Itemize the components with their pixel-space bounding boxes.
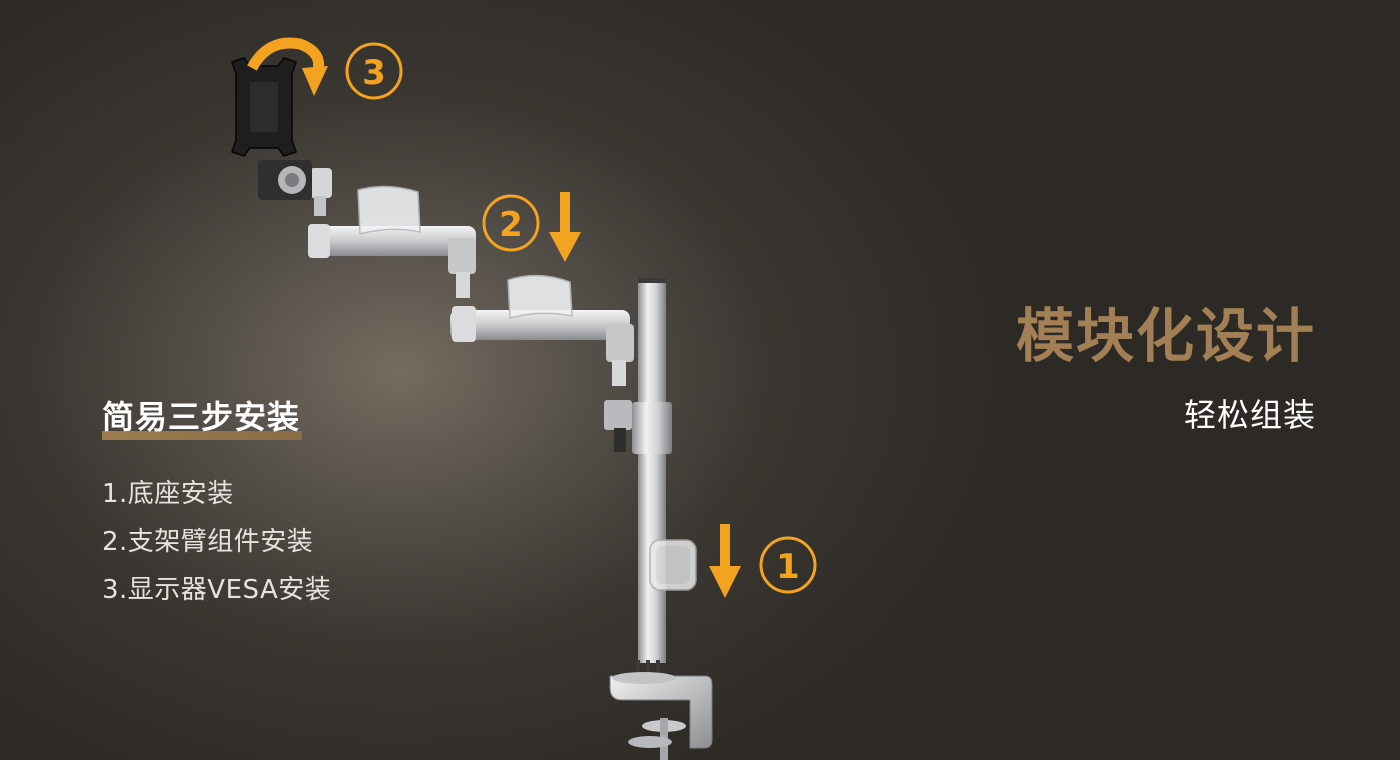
down-arrow-icon bbox=[549, 192, 581, 262]
steps-list: 1.底座安装 2.支架臂组件安装 3.显示器VESA安装 bbox=[102, 470, 331, 614]
steps-title: 简易三步安装 bbox=[102, 392, 303, 442]
cable-clip bbox=[649, 539, 697, 591]
list-item: 2.支架臂组件安装 bbox=[102, 527, 314, 557]
vesa-plate bbox=[231, 57, 297, 157]
feature-title: 模块化设计 bbox=[1015, 302, 1316, 370]
desk-clamp bbox=[609, 660, 713, 760]
feature-block: 模块化设计 轻松组装 bbox=[1016, 300, 1316, 436]
svg-text:1: 1 bbox=[776, 547, 800, 587]
step-badge-1: 1 bbox=[759, 536, 817, 594]
lower-arm bbox=[450, 274, 634, 386]
step-badge-2: 2 bbox=[482, 194, 540, 252]
pole-collar bbox=[604, 400, 672, 454]
svg-text:3: 3 bbox=[362, 53, 386, 93]
down-arrow-icon bbox=[709, 524, 741, 598]
installation-steps: 简易三步安装 1.底座安装 2.支架臂组件安装 3.显示器VESA安装 bbox=[102, 392, 331, 614]
pole bbox=[638, 278, 666, 663]
list-item: 3.显示器VESA安装 bbox=[102, 575, 332, 605]
curved-arrow-icon bbox=[247, 37, 328, 96]
feature-subtitle: 轻松组装 bbox=[1183, 396, 1316, 434]
steps-title-text: 简易三步安装 bbox=[102, 398, 301, 436]
tilt-head bbox=[258, 160, 332, 216]
upper-arm bbox=[308, 185, 476, 298]
svg-text:2: 2 bbox=[499, 205, 523, 245]
list-item: 1.底座安装 bbox=[102, 479, 234, 509]
step-badge-3: 3 bbox=[345, 42, 403, 100]
